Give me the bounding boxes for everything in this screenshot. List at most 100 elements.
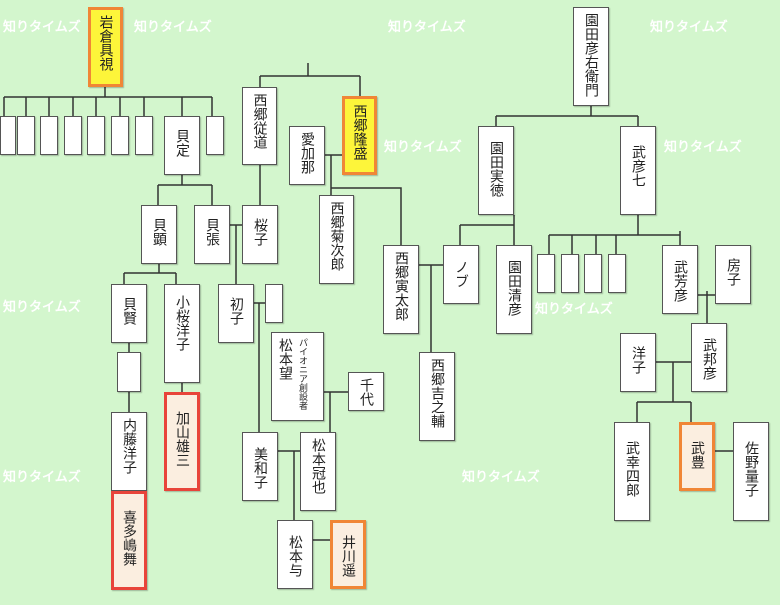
person-blank: [537, 254, 555, 293]
person-name: 貝顕: [151, 218, 167, 246]
watermark-text: 知りタイムズ: [535, 302, 613, 317]
person-name: 佐野量子: [743, 441, 759, 497]
person-saigo-tsugumichi: 西郷従道: [242, 87, 277, 165]
person-tomosada: 貝定: [164, 116, 200, 175]
person-sano-ryoko: 佐野量子: [733, 422, 769, 521]
watermark-text: 知りタイムズ: [462, 470, 540, 485]
person-name: 井川遥: [340, 535, 356, 577]
person-name: 加山雄三: [174, 411, 190, 467]
person-name: 初子: [228, 297, 244, 325]
person-name: 小桜洋子: [174, 295, 190, 351]
person-name: 喜多嶋舞: [121, 510, 137, 566]
person-name: 西郷隆盛: [351, 104, 368, 160]
person-name: 貝定: [174, 129, 190, 157]
person-blank: [17, 116, 35, 155]
person-name: 園田清彦: [506, 260, 522, 316]
person-yoko: 洋子: [620, 333, 656, 392]
person-naito-yoko: 内藤洋子: [111, 412, 147, 491]
watermark-text: 知りタイムズ: [664, 140, 742, 155]
watermark-text: 知りタイムズ: [134, 20, 212, 35]
connector-line: [495, 106, 639, 126]
person-kitajima-mai: 喜多嶋舞: [111, 491, 147, 590]
person-name: 武豊: [689, 441, 705, 469]
watermark-text: 知りタイムズ: [3, 470, 81, 485]
person-name: 愛加那: [299, 132, 315, 174]
person-sonoda-kiyohiko: 園田清彦: [496, 245, 532, 334]
person-blank: [40, 116, 58, 155]
person-name: 武幸四郎: [624, 441, 640, 497]
person-name: 貝賢: [121, 297, 137, 325]
person-blank: [584, 254, 602, 293]
person-name: 美和子: [252, 447, 268, 489]
person-blank: [0, 116, 16, 155]
person-sonoda-sanetoku: 園田実徳: [478, 126, 514, 215]
person-kayama-yuzo: 加山雄三: [164, 392, 200, 491]
person-ikawa-haruka: 井川遥: [330, 520, 366, 589]
connector-line: [636, 291, 733, 452]
person-tomohari: 貝張: [194, 205, 230, 264]
person-name: 桜子: [252, 218, 268, 246]
watermark-text: 知りタイムズ: [388, 20, 466, 35]
person-iwakura-tomomi: 岩倉具視: [88, 7, 123, 87]
person-tomokata: 貝賢: [111, 284, 147, 343]
watermark-text: 知りタイムズ: [650, 20, 728, 35]
person-blank: [111, 116, 129, 155]
connector-line: [259, 63, 361, 205]
person-blank: [206, 116, 224, 155]
person-blank: [561, 254, 579, 293]
person-blank: [135, 116, 153, 155]
person-saigo-torataro: 西郷寅太郎: [383, 245, 419, 334]
person-name: 西郷菊次郎: [328, 201, 345, 271]
person-name: 西郷従道: [251, 93, 268, 149]
person-fusako: 房子: [715, 245, 751, 304]
person-name: 松本冠也: [310, 438, 326, 494]
person-nobu: ノブ: [443, 245, 479, 304]
person-name: 洋子: [630, 346, 646, 374]
person-name: 内藤洋子: [121, 418, 137, 474]
person-name: 園田実徳: [488, 141, 504, 197]
person-blank: [265, 284, 283, 323]
person-take-kunihiko: 武邦彦: [691, 323, 727, 392]
person-blank: [64, 116, 82, 155]
person-blank: [608, 254, 626, 293]
person-name: 房子: [725, 258, 741, 286]
person-name: 武彦七: [630, 145, 646, 187]
person-blank: [117, 352, 141, 392]
person-sakurako: 桜子: [242, 205, 278, 264]
person-aikana: 愛加那: [289, 126, 325, 185]
person-saigo-kikujiro: 西郷菊次郎: [319, 195, 354, 284]
person-name: 松本与: [287, 535, 303, 577]
connector-line: [157, 175, 213, 205]
person-take-yutaka: 武豊: [679, 422, 715, 491]
person-take-hikoshichi: 武彦七: [620, 126, 656, 215]
person-koizakura-yoko: 小桜洋子: [164, 284, 200, 383]
person-name: 西郷吉之輔: [429, 358, 445, 428]
connector-line: [230, 224, 242, 284]
connector-line: [254, 302, 265, 432]
person-saigo-kichinosuke: 西郷吉之輔: [419, 352, 455, 441]
person-matsumoto-nozomu: 松本望パイオニア創設者: [271, 332, 324, 421]
person-name: 武芳彦: [672, 260, 688, 302]
connector-line: [325, 154, 402, 245]
connector-line: [548, 215, 681, 254]
person-take-koshiro: 武幸四郎: [614, 422, 650, 521]
person-chiyo: 千代: [348, 372, 384, 411]
watermark-text: 知りタイムズ: [3, 20, 81, 35]
person-matsumoto-kanya: 松本冠也: [300, 432, 336, 511]
person-sonoda-hikoemon: 園田彦右衛門: [573, 7, 609, 106]
person-note: パイオニア創設者: [297, 338, 307, 410]
person-name: 貝張: [204, 218, 220, 246]
person-miwako: 美和子: [242, 432, 278, 501]
person-name: 岩倉具視: [97, 15, 114, 71]
connector-line: [278, 391, 348, 541]
person-name: ノブ: [453, 260, 469, 288]
connector-line: [419, 215, 515, 352]
person-tomoaki: 貝顕: [141, 205, 177, 264]
person-name: 武邦彦: [701, 338, 717, 380]
watermark-text: 知りタイムズ: [3, 300, 81, 315]
watermark-text: 知りタイムズ: [384, 140, 462, 155]
person-name: 千代: [358, 378, 374, 406]
person-name: 松本望: [277, 338, 293, 380]
person-hatsuko: 初子: [218, 284, 254, 343]
